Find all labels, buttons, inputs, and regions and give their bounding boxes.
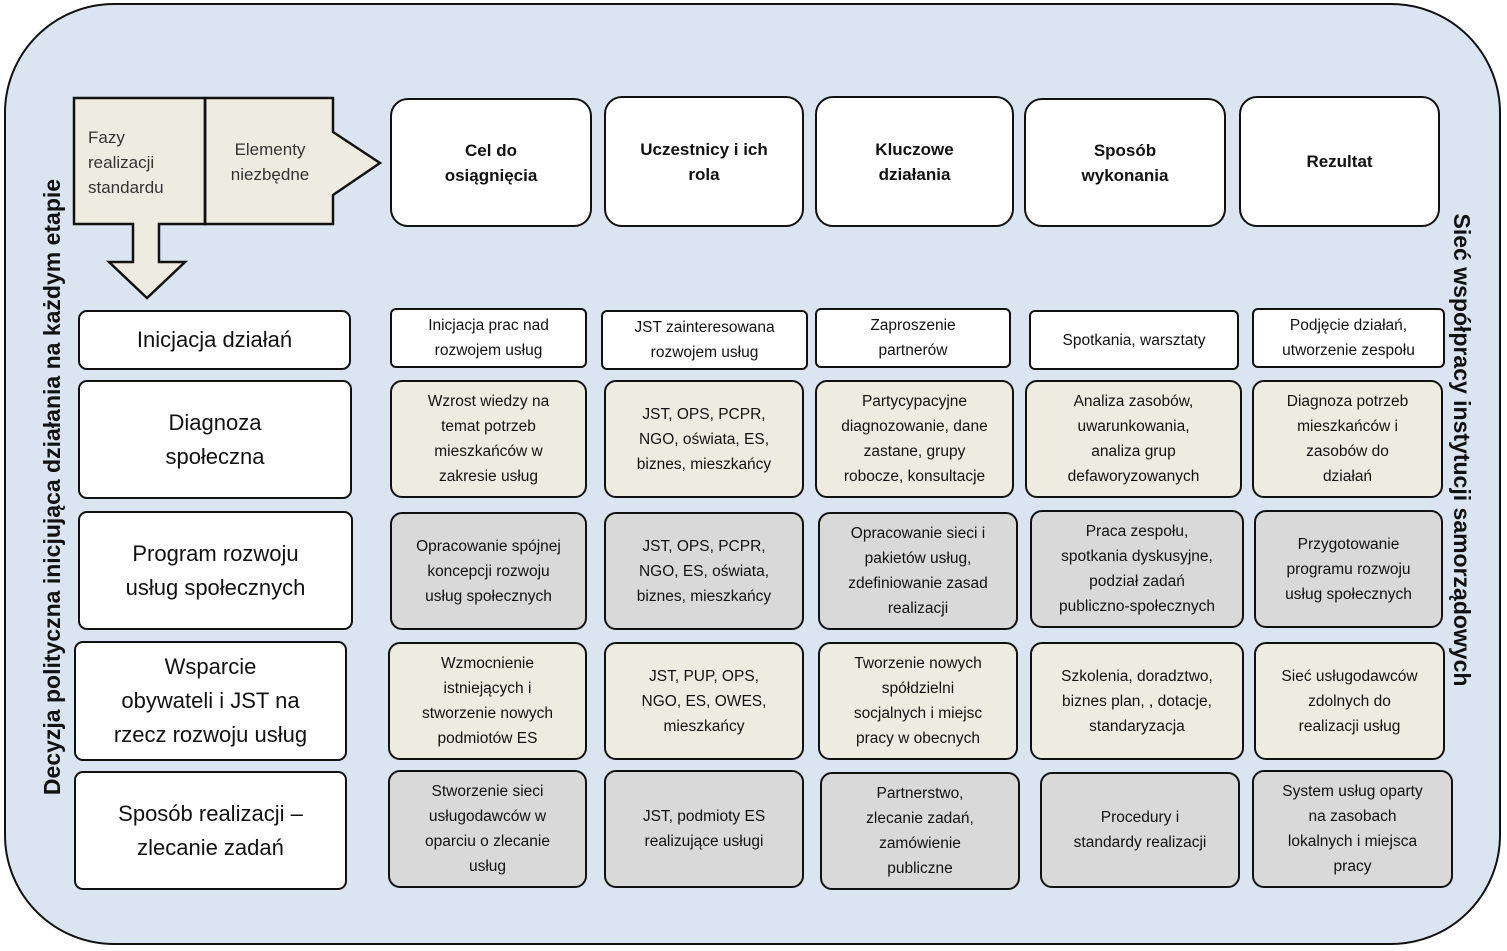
cell-diagnosis-participants: JST, OPS, PCPR, NGO, oświata, ES, biznes… xyxy=(604,380,804,498)
phase-label: Wsparcie obywateli i JST na rzecz rozwoj… xyxy=(113,654,308,747)
cell-diagnosis-goal: Wzrost wiedzy na temat potrzeb mieszkańc… xyxy=(390,380,587,498)
elements-header-text: Elementy niezbędne xyxy=(230,140,310,184)
cell-text: Partycypacyjne diagnozowanie, dane zasta… xyxy=(841,393,988,485)
cell-text: JST, PUP, OPS, NGO, ES, OWES, mieszkańcy xyxy=(641,667,767,735)
cell-text: Praca zespołu, spotkania dyskusyjne, pod… xyxy=(1059,523,1215,615)
phase-label: Inicjacja działań xyxy=(136,327,293,352)
phase-label: Diagnoza społeczna xyxy=(165,409,265,469)
cell-text: Opracowanie spójnej koncepcji rozwoju us… xyxy=(416,537,561,605)
cell-initiation-goal: Inicjacja prac nad rozwojem usług xyxy=(390,308,587,368)
cell-text: Podjęcie działań, utworzenie zespołu xyxy=(1282,317,1415,359)
cell-program-result: Przygotowanie programu rozwoju usług spo… xyxy=(1254,510,1443,628)
column-header-text: Rezultat xyxy=(1306,152,1373,171)
cell-program-goal: Opracowanie spójnej koncepcji rozwoju us… xyxy=(390,512,587,630)
cell-text: Inicjacja prac nad rozwojem usług xyxy=(428,317,549,359)
cell-text: Sieć usługodawców zdolnych do realizacji… xyxy=(1281,667,1418,735)
column-header-goal: Cel do osiągnięcia xyxy=(390,98,592,227)
phases-header-label: Fazy realizacji standardu xyxy=(76,104,203,220)
cell-text: Przygotowanie programu rozwoju usług spo… xyxy=(1285,535,1412,603)
phase-program: Program rozwoju usług społecznych xyxy=(78,511,353,630)
cell-diagnosis-result: Diagnoza potrzeb mieszkańców i zasobów d… xyxy=(1252,380,1443,498)
cell-text: Szkolenia, doradztwo, biznes plan, , dot… xyxy=(1061,667,1213,735)
cell-diagnosis-actions: Partycypacyjne diagnozowanie, dane zasta… xyxy=(815,380,1014,498)
cell-support-participants: JST, PUP, OPS, NGO, ES, OWES, mieszkańcy xyxy=(604,642,804,760)
cell-text: Zaproszenie partnerów xyxy=(870,317,956,359)
column-header-text: Kluczowe działania xyxy=(875,139,954,184)
cell-text: Analiza zasobów, uwarunkowania, analiza … xyxy=(1067,393,1200,485)
cell-text: Spotkania, warsztaty xyxy=(1062,331,1206,349)
column-header-participants: Uczestnicy i ich rola xyxy=(604,96,804,227)
cell-text: Wzmocnienie istniejących i stworzenie no… xyxy=(422,655,553,747)
elements-header-label: Elementy niezbędne xyxy=(207,104,333,220)
cell-text: JST zainteresowana rozwojem usług xyxy=(634,319,775,361)
cell-text: Procedury i standardy realizacji xyxy=(1073,809,1207,851)
cell-implementation-participants: JST, podmioty ES realizujące usługi xyxy=(604,770,804,888)
cell-support-actions: Tworzenie nowych spółdzielni socjalnych … xyxy=(818,642,1018,760)
cell-initiation-method: Spotkania, warsztaty xyxy=(1029,310,1239,370)
column-header-text: Cel do osiągnięcia xyxy=(444,140,538,185)
cell-text: JST, OPS, PCPR, NGO, oświata, ES, biznes… xyxy=(636,405,772,473)
cell-support-method: Szkolenia, doradztwo, biznes plan, , dot… xyxy=(1030,642,1244,760)
cell-program-method: Praca zespołu, spotkania dyskusyjne, pod… xyxy=(1030,510,1244,628)
cell-program-actions: Opracowanie sieci i pakietów usług, zdef… xyxy=(818,512,1018,630)
cell-text: System usług oparty na zasobach lokalnyc… xyxy=(1282,783,1423,875)
cell-initiation-participants: JST zainteresowana rozwojem usług xyxy=(601,310,808,370)
cell-text: JST, OPS, PCPR, NGO, ES, oświata, biznes… xyxy=(636,537,772,605)
cell-text: Opracowanie sieci i pakietów usług, zdef… xyxy=(848,525,988,617)
cell-support-result: Sieć usługodawców zdolnych do realizacji… xyxy=(1254,642,1445,760)
phase-initiation: Inicjacja działań xyxy=(78,310,351,370)
phase-label: Sposób realizacji – zlecanie zadań xyxy=(118,800,303,860)
cell-initiation-result: Podjęcie działań, utworzenie zespołu xyxy=(1252,308,1445,368)
cell-text: JST, podmioty ES realizujące usługi xyxy=(642,808,766,850)
cell-diagnosis-method: Analiza zasobów, uwarunkowania, analiza … xyxy=(1025,380,1242,498)
phases-header-text: Fazy realizacji standardu xyxy=(88,127,164,197)
cell-text: Partnerstwo, zlecanie zadań, zamówienie … xyxy=(866,785,974,877)
right-arrow-shape xyxy=(203,96,383,226)
column-header-result: Rezultat xyxy=(1239,96,1440,227)
cell-text: Diagnoza potrzeb mieszkańców i zasobów d… xyxy=(1286,393,1409,485)
column-header-method: Sposób wykonania xyxy=(1024,98,1226,227)
cell-text: Stworzenie sieci usługodawców w oparciu … xyxy=(425,783,550,875)
cell-initiation-actions: Zaproszenie partnerów xyxy=(815,308,1011,368)
cell-text: Tworzenie nowych spółdzielni socjalnych … xyxy=(853,655,983,747)
phase-implementation: Sposób realizacji – zlecanie zadań xyxy=(74,771,347,890)
cell-implementation-method: Procedury i standardy realizacji xyxy=(1040,772,1240,888)
cell-implementation-result: System usług oparty na zasobach lokalnyc… xyxy=(1252,770,1453,888)
cell-implementation-goal: Stworzenie sieci usługodawców w oparciu … xyxy=(388,770,587,888)
cell-text: Wzrost wiedzy na temat potrzeb mieszkańc… xyxy=(427,393,550,485)
column-header-key-actions: Kluczowe działania xyxy=(815,96,1014,227)
cell-program-participants: JST, OPS, PCPR, NGO, ES, oświata, biznes… xyxy=(604,512,804,630)
phase-support: Wsparcie obywateli i JST na rzecz rozwoj… xyxy=(74,641,347,761)
phase-diagnosis: Diagnoza społeczna xyxy=(78,380,352,499)
cell-implementation-actions: Partnerstwo, zlecanie zadań, zamówienie … xyxy=(820,772,1020,890)
column-header-text: Sposób wykonania xyxy=(1081,140,1169,185)
column-header-text: Uczestnicy i ich rola xyxy=(640,139,768,184)
cell-support-goal: Wzmocnienie istniejących i stworzenie no… xyxy=(388,642,587,760)
phase-label: Program rozwoju usług społecznych xyxy=(125,540,306,600)
